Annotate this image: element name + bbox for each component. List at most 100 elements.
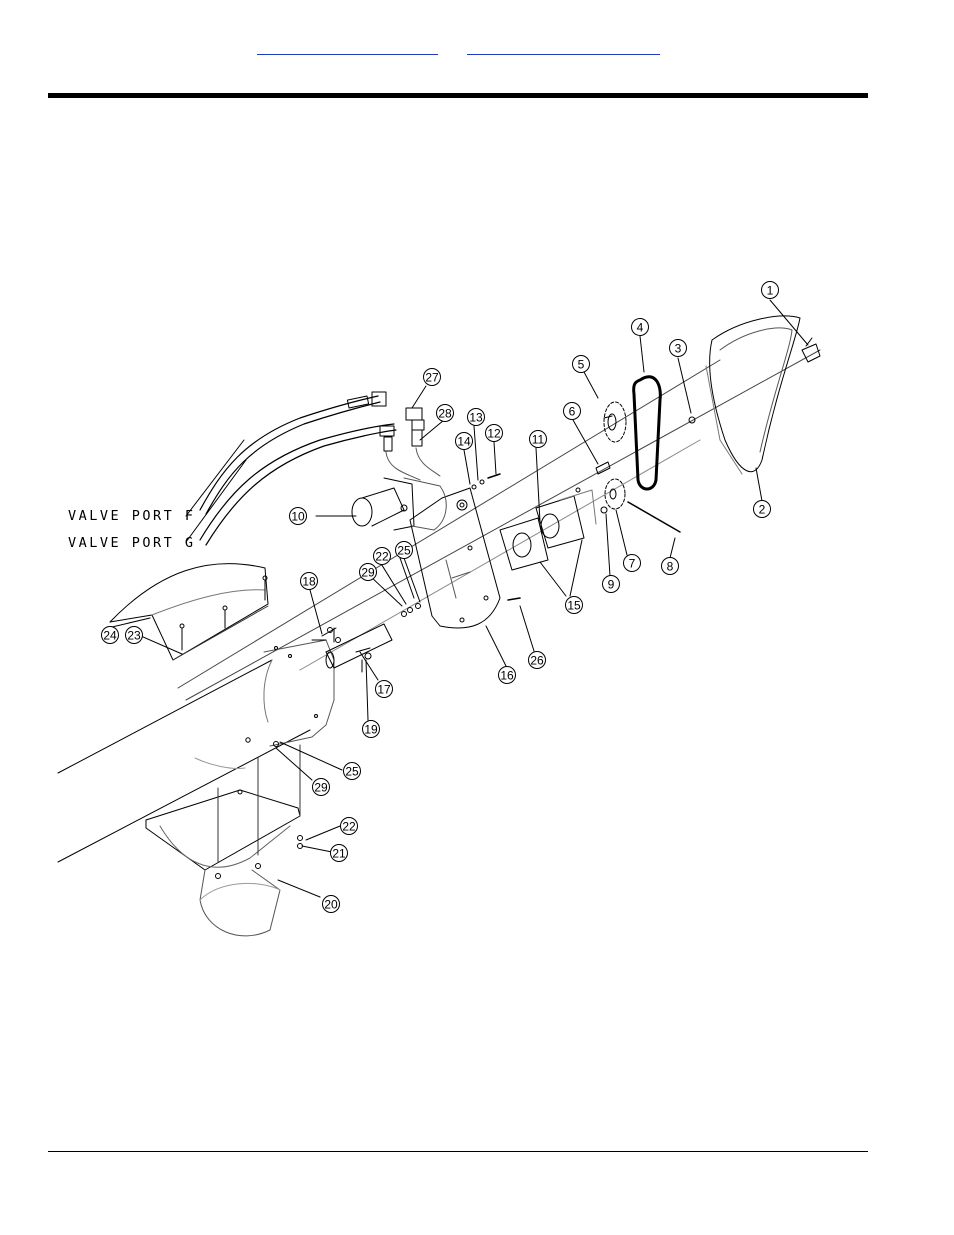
callout-circle: [373, 547, 391, 565]
callout-number: 4: [637, 321, 644, 335]
footer-rule: [48, 1151, 868, 1152]
plate-part-16: [409, 487, 501, 629]
callout-14: 14: [455, 432, 473, 450]
callout-number: 2: [759, 503, 766, 517]
callout-number: 23: [127, 629, 141, 643]
callout-circle: [101, 626, 119, 644]
valve-port-f-label: VALVE PORT F: [68, 508, 196, 524]
leader-lines: [111, 299, 809, 898]
callout-4: 4: [631, 318, 649, 336]
callout-number: 26: [530, 654, 544, 668]
callout-circle: [572, 355, 590, 373]
callout-circle: [343, 762, 361, 780]
callout-25: 25: [343, 762, 361, 780]
callout-number: 21: [332, 847, 346, 861]
callout-circle: [661, 557, 679, 575]
callout-circle: [528, 651, 546, 669]
callout-number: 29: [361, 566, 375, 580]
callout-17: 17: [375, 680, 393, 698]
callout-number: 13: [469, 411, 483, 425]
hopper-part-20: [145, 744, 303, 937]
callout-number: 8: [667, 560, 674, 574]
callout-number: 12: [487, 427, 501, 441]
bearing-parts-11-15: [499, 487, 597, 571]
callout-23: 23: [125, 626, 143, 644]
chain-guard-part-2: [705, 315, 801, 475]
callout-number: 22: [342, 820, 356, 834]
callout-number: 16: [500, 669, 514, 683]
callout-number: 14: [457, 435, 471, 449]
callout-circle: [330, 844, 348, 862]
callout-circle: [362, 720, 380, 738]
callout-circle: [631, 318, 649, 336]
cover-part-24: [109, 563, 269, 661]
callout-circle: [395, 541, 413, 559]
callout-circle: [669, 339, 687, 357]
sprocket-part-5: [603, 401, 627, 443]
callout-circle: [753, 500, 771, 518]
callout-circle: [623, 554, 641, 572]
callout-circle: [340, 817, 358, 835]
shaft-part-17: [325, 623, 393, 673]
callout-number: 1: [767, 284, 774, 298]
callout-6: 6: [563, 402, 581, 420]
callout-20: 20: [322, 895, 340, 913]
callout-circle: [563, 402, 581, 420]
callout-circle: [529, 430, 547, 448]
callout-number: 10: [291, 510, 305, 524]
callout-21: 21: [330, 844, 348, 862]
callout-circle: [375, 680, 393, 698]
callout-29: 29: [359, 563, 377, 581]
callout-27: 27: [423, 368, 441, 386]
callout-number: 15: [567, 599, 581, 613]
callout-number: 24: [103, 629, 117, 643]
chain-part-4: [632, 375, 662, 491]
auger-tube: [57, 639, 335, 863]
callout-circle: [289, 507, 307, 525]
callout-circle: [125, 626, 143, 644]
valve-port-g-label: VALVE PORT G: [68, 535, 196, 551]
callout-number: 27: [425, 371, 439, 385]
callout-number: 9: [608, 578, 615, 592]
sprocket-part-7: [604, 478, 626, 510]
callout-18: 18: [300, 572, 318, 590]
callout-12: 12: [485, 424, 503, 442]
callout-number: 29: [314, 781, 328, 795]
callout-circle: [300, 572, 318, 590]
callout-26: 26: [528, 651, 546, 669]
callout-number: 17: [377, 683, 391, 697]
callout-circle: [322, 895, 340, 913]
callout-24: 24: [101, 626, 119, 644]
exploded-parts-diagram: VALVE PORT F VALVE PORT G 12345678910111…: [57, 281, 821, 937]
callout-number: 11: [532, 433, 545, 447]
callout-3: 3: [669, 339, 687, 357]
callout-circle: [467, 408, 485, 426]
callout-15: 15: [565, 596, 583, 614]
callout-circle: [455, 432, 473, 450]
callout-1: 1: [761, 281, 779, 299]
knob-part-1: [801, 337, 821, 363]
header-link-2[interactable]: [467, 40, 660, 55]
callout-19: 19: [362, 720, 380, 738]
callout-13: 13: [467, 408, 485, 426]
callout-number: 20: [324, 898, 338, 912]
callout-11: 11: [529, 430, 547, 448]
callout-22: 22: [340, 817, 358, 835]
header-link-1[interactable]: [257, 40, 438, 55]
callout-number: 7: [629, 557, 636, 571]
callout-circle: [423, 368, 441, 386]
callout-circle: [312, 778, 330, 796]
callout-5: 5: [572, 355, 590, 373]
hydraulic-hoses: [199, 391, 441, 546]
callout-25: 25: [395, 541, 413, 559]
callout-number: 25: [397, 544, 411, 558]
callout-circle: [602, 575, 620, 593]
callout-circle: [498, 666, 516, 684]
callout-29: 29: [312, 778, 330, 796]
callout-22: 22: [373, 547, 391, 565]
callout-10: 10: [289, 507, 307, 525]
callout-8: 8: [661, 557, 679, 575]
callout-28: 28: [436, 404, 454, 422]
callout-circle: [761, 281, 779, 299]
